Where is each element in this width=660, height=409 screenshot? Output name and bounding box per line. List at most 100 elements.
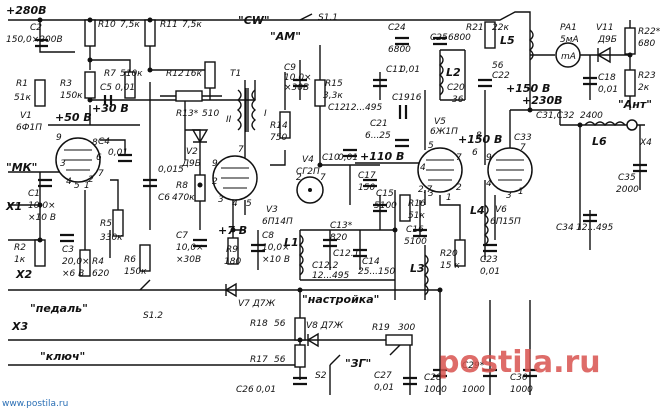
l6-coil bbox=[584, 121, 626, 127]
resistors bbox=[34, 19, 636, 368]
diodes bbox=[191, 46, 611, 348]
r22-label: R22* bbox=[638, 27, 660, 37]
r20-label: R20 bbox=[440, 249, 458, 259]
r13-body bbox=[175, 90, 203, 102]
s2-switch-label: S2 bbox=[315, 371, 327, 381]
c3-value-1: 20,0× bbox=[62, 257, 90, 267]
l1-label: L1 bbox=[284, 236, 299, 249]
r6-value: 150к bbox=[124, 267, 147, 277]
c23-label: C23 bbox=[480, 255, 498, 265]
c1-plates bbox=[38, 178, 52, 188]
c30-plates bbox=[523, 368, 537, 378]
t1-label: T1 bbox=[230, 69, 241, 79]
r18-body bbox=[294, 317, 306, 341]
antenna-terminal-label: "Ант" bbox=[618, 98, 652, 111]
c22-value: 56 bbox=[492, 61, 504, 71]
c13-label: C13* bbox=[330, 221, 353, 231]
r8-label: R8 bbox=[176, 181, 188, 191]
postila-watermark: postila.ru bbox=[438, 345, 601, 380]
r12-body bbox=[204, 61, 216, 89]
r12-value: 16к bbox=[185, 69, 202, 79]
c24-value: 6800 bbox=[388, 45, 411, 55]
corner-watermark: www.postila.ru bbox=[2, 399, 68, 409]
l3-coil bbox=[423, 254, 429, 296]
c8-value-1: 10,0× bbox=[262, 243, 290, 253]
v4-type: СГ2П bbox=[296, 167, 320, 177]
r11-value: 7,5к bbox=[182, 20, 202, 30]
c6-label: C6 bbox=[158, 193, 170, 203]
svg-text:7: 7 bbox=[320, 173, 326, 183]
c21-plates bbox=[395, 138, 409, 148]
v5-label: V5 bbox=[434, 117, 446, 127]
r17-body bbox=[294, 344, 306, 368]
x4-connector-label: X4 bbox=[639, 138, 652, 148]
c17-label: C17 bbox=[358, 171, 376, 181]
svg-text:2: 2 bbox=[296, 173, 302, 183]
c11-plates bbox=[373, 78, 387, 88]
v1-type: 6Ф1П bbox=[16, 123, 42, 133]
v6-label: V6 bbox=[495, 205, 507, 215]
l4-coil bbox=[483, 204, 489, 246]
r10-value: 7,5к bbox=[120, 20, 140, 30]
r3-value: 150к bbox=[60, 91, 83, 101]
c14-label: C14 bbox=[362, 257, 380, 267]
c29-value: 1000 bbox=[462, 385, 485, 395]
transformer-t1 bbox=[236, 88, 257, 132]
r17-label: R17 bbox=[250, 355, 268, 365]
svg-text:7: 7 bbox=[456, 153, 462, 163]
svg-text:2: 2 bbox=[456, 183, 462, 193]
r1-body bbox=[34, 79, 46, 107]
pa1-range: 5мА bbox=[560, 35, 579, 45]
r15-label: R15 bbox=[325, 79, 343, 89]
t1-winding-2: II bbox=[226, 115, 232, 125]
c3-value-2: ×6 В bbox=[62, 269, 84, 279]
c7-value-2: ×30В bbox=[176, 255, 201, 265]
cw-switch-label: "CW" bbox=[238, 14, 270, 27]
t1-winding-1: I bbox=[264, 109, 267, 119]
v11-diode bbox=[596, 46, 611, 64]
c11-value: 0,01 bbox=[400, 65, 420, 75]
c10-label: C10 bbox=[322, 153, 340, 163]
r20-value: 15 к bbox=[440, 261, 460, 271]
s2-switch bbox=[329, 354, 341, 366]
r20-body bbox=[454, 239, 466, 267]
r13-label: R13* bbox=[176, 109, 199, 119]
c17-plates bbox=[363, 178, 377, 188]
c6-plates bbox=[143, 178, 157, 188]
c18-plates bbox=[583, 76, 597, 86]
r10-body bbox=[84, 19, 96, 47]
r1-value: 51к bbox=[14, 93, 31, 103]
r8-value: 470к bbox=[172, 193, 195, 203]
r9-value: 180 bbox=[224, 257, 241, 267]
c26-plates bbox=[293, 376, 307, 386]
c22-label: C22 bbox=[492, 71, 510, 81]
c14-value: 25...150 bbox=[358, 267, 395, 277]
c15-value: 5100 bbox=[374, 201, 397, 211]
svg-text:7: 7 bbox=[98, 169, 104, 179]
rail-110v-label: +110 В bbox=[360, 150, 404, 163]
v2-diode bbox=[191, 129, 209, 144]
s11-switch-label: S1.1 bbox=[318, 13, 338, 23]
r22-body bbox=[624, 27, 636, 55]
c31-value: 2400 bbox=[580, 111, 603, 121]
r9-body bbox=[227, 237, 239, 265]
antenna-connector bbox=[626, 119, 638, 131]
tuning-switch-label: "настройка" bbox=[302, 293, 379, 306]
r14-label: R14 bbox=[270, 121, 288, 131]
r1-label: R1 bbox=[16, 79, 28, 89]
r6-body bbox=[139, 244, 151, 272]
c30-value: 1000 bbox=[510, 385, 533, 395]
l6-label: L6 bbox=[592, 135, 607, 148]
rail-7v-label: +7 В bbox=[218, 224, 247, 237]
r21-body bbox=[484, 21, 496, 49]
tube-pin-numbers: 9 8 6 4 5 1 3 2 7 7 9 2 3 4 5 2 7 5 4 3 … bbox=[56, 131, 526, 209]
rail-50v-label: +50 В bbox=[55, 111, 92, 124]
v8-diode bbox=[306, 332, 319, 348]
rail-150v-label-1: +150 В bbox=[506, 82, 550, 95]
v4-label: V4 bbox=[302, 155, 314, 165]
v11-label: V11 bbox=[596, 23, 614, 33]
r23-label: R23 bbox=[638, 71, 656, 81]
v2-label: V2 bbox=[186, 147, 198, 157]
am-switch-label: "AM" bbox=[270, 30, 301, 43]
r18-value: 56 bbox=[274, 319, 286, 329]
